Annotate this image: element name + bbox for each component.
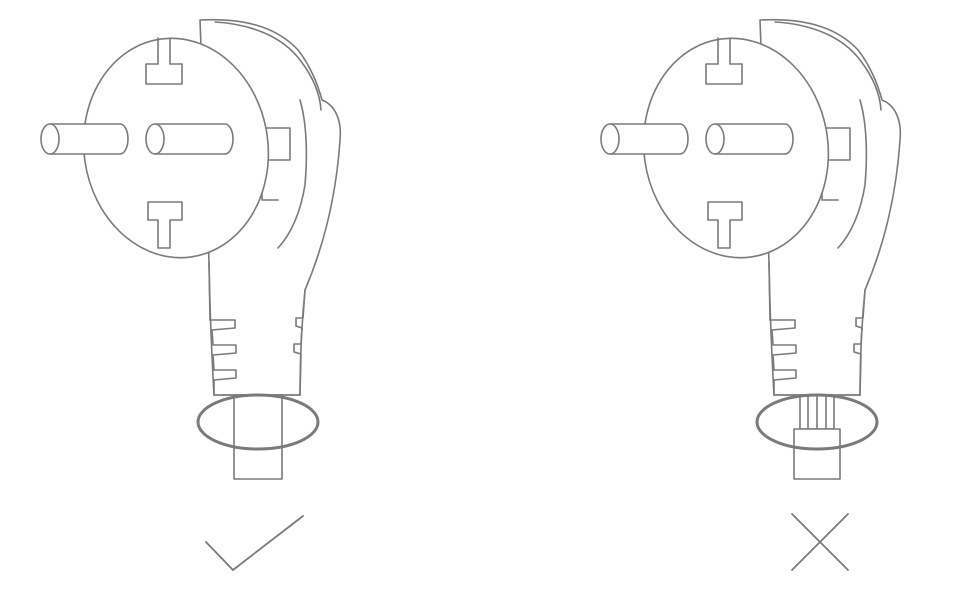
pin-left xyxy=(610,124,688,154)
cross-icon xyxy=(792,514,848,570)
pin-left xyxy=(50,124,128,154)
panel-correct xyxy=(0,0,489,596)
pin-left-tip xyxy=(41,124,59,154)
plug-body-edge xyxy=(838,100,866,248)
cable-pulled-out xyxy=(794,429,840,479)
pin-right xyxy=(155,124,233,154)
plug-body-edge xyxy=(278,100,306,248)
panel-incorrect xyxy=(489,0,978,596)
check-icon xyxy=(206,516,303,570)
cable-inserted xyxy=(234,395,282,479)
pin-right xyxy=(715,124,793,154)
pin-right-tip xyxy=(146,124,164,154)
pin-left-tip xyxy=(601,124,619,154)
plug-incorrect-illustration xyxy=(489,0,978,596)
exposed-wires xyxy=(800,395,834,429)
plug-correct-illustration xyxy=(0,0,489,596)
pin-right-tip xyxy=(706,124,724,154)
